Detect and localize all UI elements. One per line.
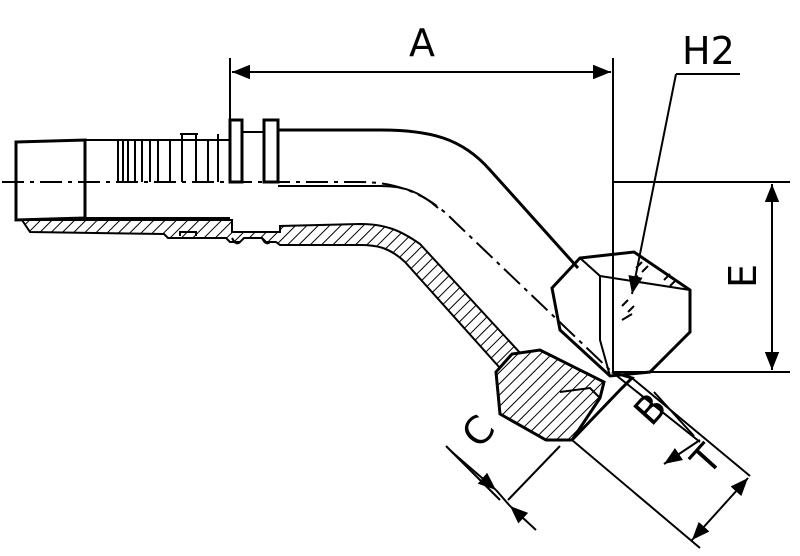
collar-rings (228, 118, 280, 184)
label-t: T (682, 435, 731, 483)
insert-grooves (117, 133, 219, 182)
dimension-e: E (612, 181, 790, 373)
centerline (2, 181, 613, 373)
section-wall (20, 219, 547, 398)
union-section (494, 348, 606, 442)
thread-marks (621, 261, 677, 321)
label-h2: H2 (682, 29, 735, 73)
label-e: E (721, 264, 765, 288)
label-a: A (409, 21, 435, 65)
dimension-h2: H2 (628, 29, 740, 295)
label-c: C (453, 407, 503, 456)
hose-insert (14, 118, 547, 398)
dimension-a: A (229, 21, 614, 372)
label-b: B (625, 385, 675, 434)
